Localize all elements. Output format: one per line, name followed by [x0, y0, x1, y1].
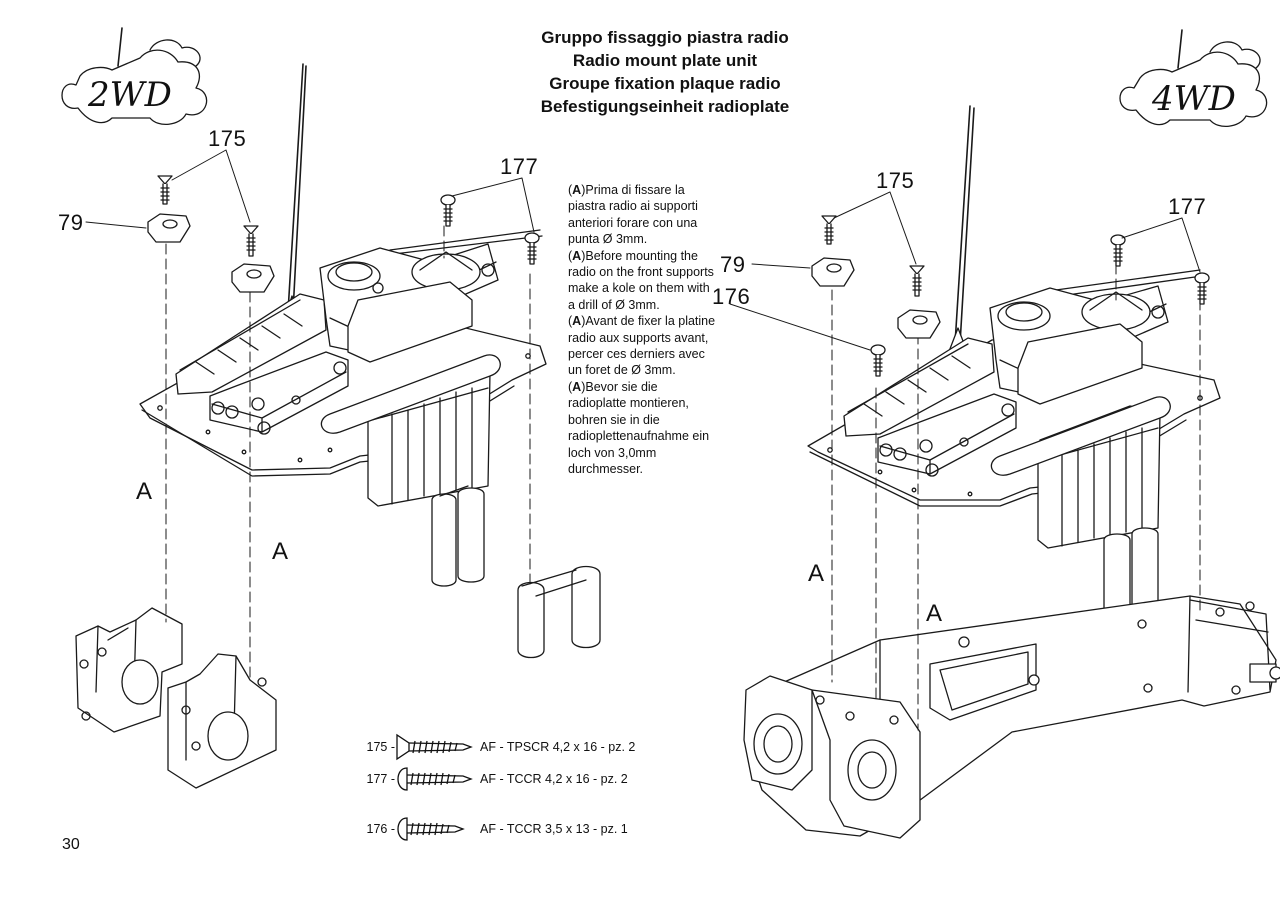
instructions-block: (A)Prima di fissare la piastra radio ai … [568, 182, 716, 477]
legend-row-176: 176 - AF - TCCR 3,5 x 13 - pz. 1 [357, 817, 677, 850]
label-right-a2: A [926, 600, 943, 627]
legend-row-177: 177 - AF - TCCR 4,2 x 16 - pz. 2 [357, 767, 677, 800]
callout-right-175: 175 [876, 168, 915, 193]
logo-2wd: 2WD [61, 27, 208, 125]
logo-4wd-text: 4WD [1151, 79, 1236, 119]
left-assembly-2wd [75, 63, 601, 789]
logo-4wd: 4WD [1119, 29, 1268, 127]
screw-legend: 175 - AF - TPSCR 4,2 x 16 - pz. 2 177 - … [357, 733, 677, 850]
pan-head-screw-icon [397, 767, 473, 791]
title-french: Groupe fixation plaque radio [549, 74, 781, 93]
pan-head-screw-small-icon [397, 817, 465, 841]
right-assembly-4wd [729, 105, 1280, 839]
callout-right-176: 176 [712, 284, 751, 309]
countersunk-screw-icon [396, 733, 473, 761]
title-german: Befestigungseinheit radioplate [540, 97, 790, 116]
instruction-italian: (A)Prima di fissare la piastra radio ai … [568, 183, 698, 247]
callout-left-79: 79 [58, 210, 84, 235]
title-italian: Gruppo fissaggio piastra radio [541, 28, 789, 47]
instruction-english: (A)Before mounting the radio on the fron… [568, 248, 714, 312]
callout-left-175: 175 [208, 126, 247, 151]
title-block: Gruppo fissaggio piastra radio Radio mou… [470, 26, 860, 118]
page-number: 30 [62, 836, 80, 853]
callout-right-79: 79 [720, 252, 746, 277]
label-left-a2: A [272, 538, 289, 565]
legend-row-175: 175 - AF - TPSCR 4,2 x 16 - pz. 2 [357, 733, 677, 768]
callout-right-177: 177 [1168, 194, 1207, 219]
callout-left-177: 177 [500, 154, 539, 179]
instruction-french: (A)Avant de fixer la platine radio aux s… [568, 314, 716, 378]
logo-2wd-text: 2WD [87, 75, 172, 115]
title-english: Radio mount plate unit [572, 51, 758, 70]
label-right-a1: A [808, 560, 825, 587]
instruction-german: (A)Bevor sie die radioplatte montieren, … [568, 379, 710, 476]
label-left-a1: A [136, 478, 153, 505]
